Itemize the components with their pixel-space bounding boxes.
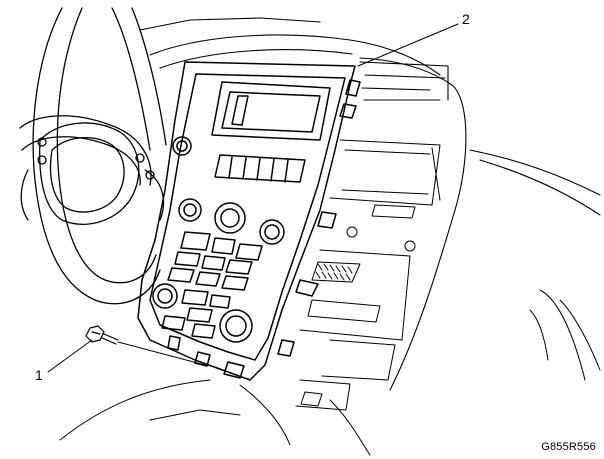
callout-label-1: 1 xyxy=(35,367,43,383)
callout-label-2: 2 xyxy=(462,11,470,27)
screw-icon xyxy=(85,325,119,345)
figure-id: G855R556 xyxy=(541,441,596,453)
radio-module xyxy=(295,139,441,411)
upper-dash xyxy=(139,17,601,391)
leader-lines xyxy=(47,23,459,373)
center-bezel xyxy=(137,61,361,381)
steering-wheel xyxy=(19,7,167,305)
center-console xyxy=(59,289,601,456)
